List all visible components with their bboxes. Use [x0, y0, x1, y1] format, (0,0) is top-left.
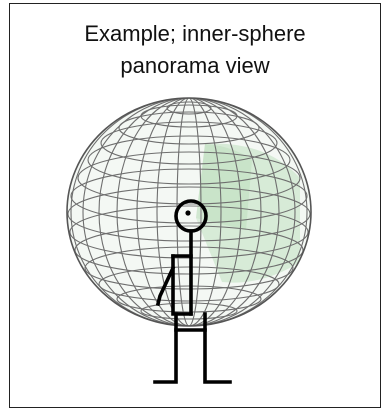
figure-eye [185, 210, 190, 215]
figure-head [176, 201, 206, 231]
